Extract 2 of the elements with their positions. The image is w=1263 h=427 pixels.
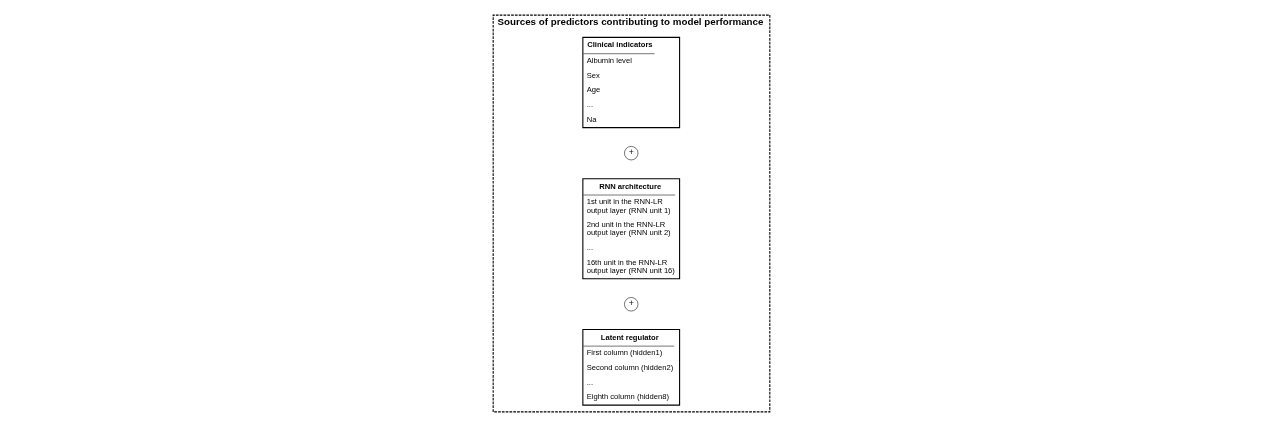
node-circle: + — [624, 297, 639, 312]
node-circle: + — [624, 146, 639, 161]
